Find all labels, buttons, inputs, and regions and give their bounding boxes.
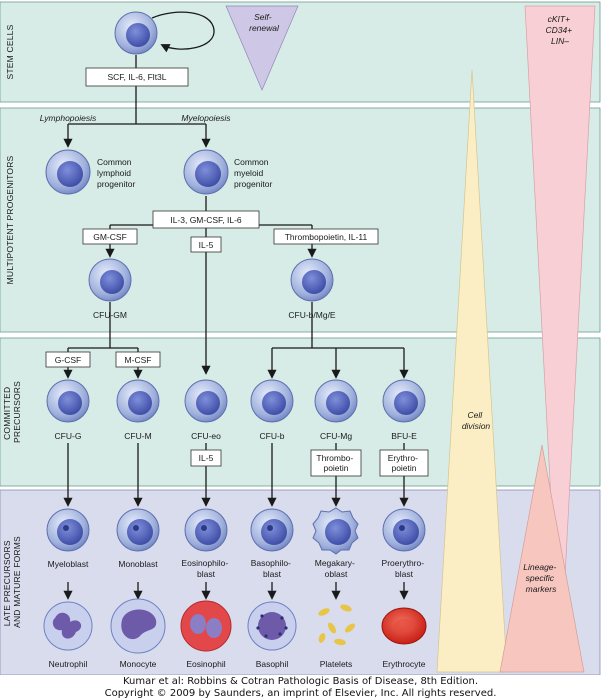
credit-line-2: Copyright © 2009 by Saunders, an imprint…: [104, 688, 497, 699]
cfu-mg-label: CFU-Mg: [320, 431, 352, 441]
proerythroblast-cell: [382, 508, 426, 552]
stage-label-multipotent: MULTIPOTENT PROGENITORS: [5, 155, 15, 284]
common-myeloid-progenitor-label: Common myeloid progenitor: [234, 157, 272, 189]
myeloid-factor-box: [152, 210, 260, 229]
connectors: [63, 55, 409, 600]
proerythroblast-label: Proerythro- blast: [382, 558, 427, 579]
cd34-marker-label: cKIT+ CD34+ LIN–: [545, 14, 574, 46]
m-csf-box: [115, 351, 161, 368]
lymphopoiesis-label: Lymphopoiesis: [40, 113, 97, 123]
stage-label-late: LATE PRECURSORS AND MATURE FORMS: [2, 536, 22, 628]
marker-triangle: [524, 5, 596, 673]
cfu-m-label: CFU-M: [124, 431, 151, 441]
cfu-b-cell: [250, 379, 294, 423]
il5-top-label: IL-5: [199, 240, 214, 250]
stem-factor-box: [85, 67, 189, 87]
stage-label-committed: COMMITTED PRECURSORS: [2, 381, 22, 443]
stage-bands: [0, 1, 601, 676]
cfu-bmge-cell: [290, 258, 334, 302]
basophiloblast-cell: [250, 508, 294, 552]
band-stem: [0, 1, 601, 103]
myeloid-factor-label: IL-3, GM-CSF, IL-6: [170, 215, 242, 225]
m-csf-label: M-CSF: [125, 355, 152, 365]
eosinophiloblast-cell: [184, 508, 228, 552]
stem-cell: [114, 11, 158, 55]
il5-low-box: [190, 449, 222, 467]
erythrocyte-cell: [381, 607, 427, 645]
common-lymphoid-progenitor-cell: [45, 149, 91, 195]
cfu-m-cell: [116, 379, 160, 423]
cfu-bmge-label: CFU-b/Mg/E: [288, 310, 336, 320]
basophil-cell: [247, 601, 297, 651]
thrombo-il11-label: Thrombopoietin, IL-11: [285, 232, 368, 242]
platelets-label: Platelets: [320, 659, 353, 669]
platelets-cell: [318, 604, 355, 646]
g-csf-label: G-CSF: [55, 355, 81, 365]
megakaryoblast-cell: [312, 507, 359, 555]
monocyte-label: Monocyte: [120, 659, 157, 669]
myelopoiesis-label: Myelopoiesis: [181, 113, 231, 123]
gm-csf-box: [82, 228, 138, 245]
self-renewal-arrow: [151, 11, 215, 53]
monoblast-cell: [116, 508, 160, 552]
cfu-gm-label: CFU-GM: [93, 310, 127, 320]
self-renewal-label: Self- renewal: [249, 12, 280, 33]
committed-precursor-cells: [46, 379, 426, 423]
cfu-g-cell: [46, 379, 90, 423]
myeloblast-cell: [46, 508, 90, 552]
basophil-label: Basophil: [256, 659, 289, 669]
erythropoietin-label: Erythro- poietin: [388, 453, 421, 473]
eosinophiloblast-label: Eosinophilo- blast: [181, 558, 230, 579]
bfu-e-label: BFU-E: [391, 431, 417, 441]
cfu-gm-cell: [88, 258, 132, 302]
common-lymphoid-progenitor-label: Common lymphoid progenitor: [97, 157, 135, 189]
lineage-markers-label: Lineage- specific markers: [523, 562, 558, 594]
thrombo-il11-box: [273, 228, 379, 245]
gm-csf-label: GM-CSF: [93, 232, 127, 242]
eosinophil-cell: [180, 600, 232, 652]
self-renewal-triangle: [225, 5, 299, 91]
basophiloblast-label: Basophilo- blast: [251, 558, 294, 579]
thrombopoietin-box: [310, 449, 362, 477]
eosinophil-label: Eosinophil: [186, 659, 225, 669]
thrombopoietin-label: Thrombo- poietin: [316, 453, 355, 473]
stage-label-stem: STEM CELLS: [5, 24, 15, 79]
growth-factor-boxes: SCF, IL-6, Flt3L IL-3, GM-CSF, IL-6 GM-C…: [45, 67, 429, 477]
band-multipotent: [0, 107, 601, 333]
band-committed: [0, 337, 601, 487]
cfu-b-label: CFU-b: [259, 431, 284, 441]
lineage-triangle: [499, 444, 585, 673]
cfu-eo-label: CFU-eo: [191, 431, 221, 441]
megakaryoblast-label: Megakary- oblast: [315, 558, 358, 579]
myeloblast-label: Myeloblast: [48, 559, 89, 569]
cfu-eo-cell: [184, 379, 228, 423]
common-myeloid-progenitor-cell: [183, 149, 229, 195]
cell-division-triangle: [436, 69, 508, 673]
neutrophil-label: Neutrophil: [49, 659, 88, 669]
monocyte-cell: [110, 598, 166, 654]
credit-line-1: Kumar et al: Robbins & Cotran Pathologic…: [122, 676, 479, 687]
g-csf-box: [45, 351, 91, 368]
blast-cells: [46, 507, 426, 555]
erythrocyte-label: Erythrocyte: [383, 659, 426, 669]
bfu-e-cell: [382, 379, 426, 423]
cfu-mg-cell: [314, 379, 358, 423]
il5-low-label: IL-5: [199, 453, 214, 463]
il5-top-box: [190, 236, 222, 253]
erythropoietin-box: [379, 449, 429, 477]
stem-factor-label: SCF, IL-6, Flt3L: [107, 72, 166, 82]
cell-division-label: Cell division: [462, 410, 491, 431]
neutrophil-cell: [43, 601, 93, 651]
monoblast-label: Monoblast: [118, 559, 158, 569]
cfu-g-label: CFU-G: [55, 431, 82, 441]
